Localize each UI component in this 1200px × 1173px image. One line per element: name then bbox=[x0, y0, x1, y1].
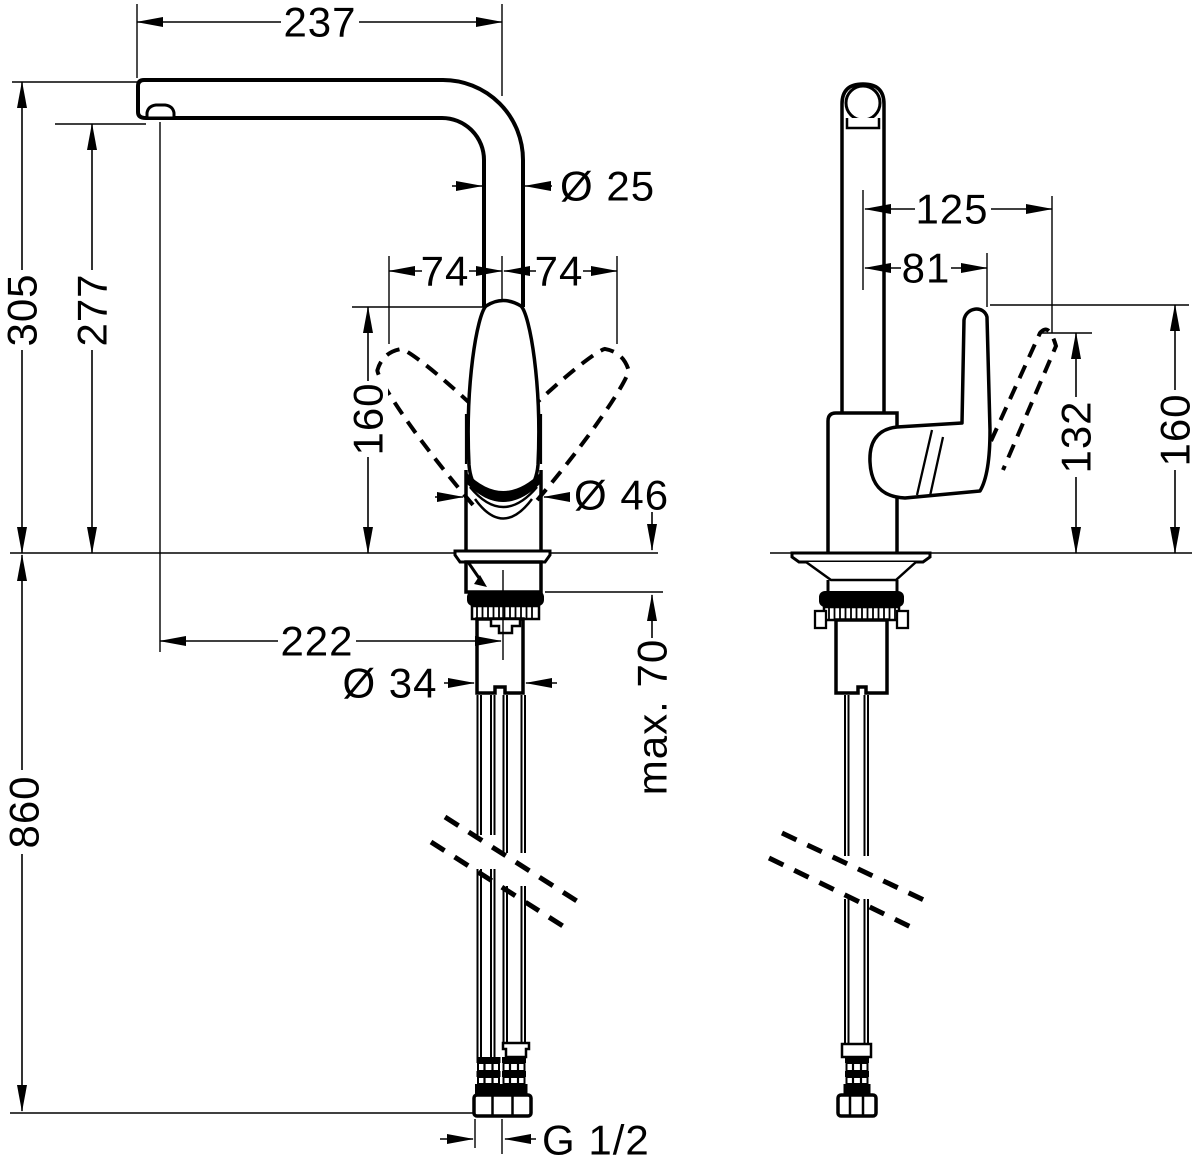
dim-label-height-spout-top: 305 bbox=[0, 273, 46, 346]
mount-neck-side bbox=[826, 580, 899, 591]
break-lines-front bbox=[429, 814, 582, 931]
hose-left bbox=[476, 695, 496, 1057]
dim-label-hose-length: 860 bbox=[1, 775, 48, 848]
handle-seam-band bbox=[466, 472, 541, 502]
handle-joint-seams bbox=[915, 429, 945, 497]
body-front-sides bbox=[464, 470, 543, 553]
front-view bbox=[10, 78, 658, 1118]
handle-side bbox=[868, 307, 992, 500]
escutcheon-side bbox=[790, 551, 932, 564]
hose-fitting-step bbox=[501, 1041, 531, 1059]
front-dimensions: 237 Ø 25 74 74 160 Ø 46 305 bbox=[0, 0, 676, 1164]
spout-outline bbox=[136, 78, 525, 307]
hose-side bbox=[844, 695, 869, 1044]
hex-nuts-front bbox=[472, 1093, 533, 1118]
hose-connector-left bbox=[473, 1055, 504, 1097]
dim-label-swing-left: 74 bbox=[421, 248, 470, 295]
escutcheon-cone bbox=[805, 560, 917, 582]
dim-label-connection-thread: G 1/2 bbox=[542, 1117, 650, 1164]
dim-label-handle-tip-height: 132 bbox=[1053, 400, 1100, 473]
aerator-side bbox=[845, 118, 881, 130]
collar-arc-1 bbox=[469, 486, 538, 509]
dim-label-spout-projection: 237 bbox=[283, 0, 356, 46]
side-view bbox=[767, 82, 1192, 1118]
dim-label-depth-handle-down: 81 bbox=[902, 245, 951, 292]
collar-arc-2 bbox=[473, 498, 534, 520]
dim-label-spout-diameter: Ø 25 bbox=[560, 163, 655, 210]
hose-connector-right bbox=[499, 1055, 529, 1097]
dim-label-height-aerator: 277 bbox=[69, 273, 116, 346]
dim-label-body-diameter: Ø 46 bbox=[574, 472, 669, 519]
clamp-ear-right bbox=[895, 609, 910, 630]
thread-hatch-side bbox=[828, 608, 896, 619]
dim-label-max-counter-thickness: max. 70 bbox=[629, 639, 676, 795]
hex-facets-side bbox=[848, 1095, 865, 1116]
fixing-screw bbox=[489, 617, 522, 635]
escutcheon-front bbox=[453, 549, 552, 564]
dim-label-depth-handle-up: 125 bbox=[915, 186, 988, 233]
mount-arrow-head bbox=[474, 575, 487, 587]
hose-collar-side bbox=[840, 1042, 873, 1059]
hex-nut-side bbox=[836, 1093, 878, 1118]
mount-nut-side bbox=[819, 591, 904, 607]
handle-dashed-right bbox=[479, 346, 631, 507]
hose-right bbox=[502, 695, 526, 1043]
thread-hatch-front bbox=[476, 607, 533, 618]
dim-label-shank-diameter: Ø 34 bbox=[342, 660, 437, 707]
dim-label-handle-height-front: 160 bbox=[345, 382, 392, 455]
clamp-ear-left bbox=[813, 609, 828, 630]
spout-end-circle bbox=[844, 84, 882, 122]
mount-arrow-line bbox=[466, 561, 481, 579]
hose-connector-side bbox=[842, 1055, 872, 1097]
side-dimensions: 125 81 132 160 bbox=[862, 186, 1199, 554]
hex-facets-front bbox=[491, 1095, 514, 1116]
dim-label-handle-height-side: 160 bbox=[1152, 393, 1199, 466]
dim-label-swing-right: 74 bbox=[535, 248, 584, 295]
handle-front bbox=[466, 298, 541, 502]
mount-nut-front bbox=[467, 591, 544, 606]
handle-dashed-side bbox=[989, 327, 1059, 471]
shank-side bbox=[834, 618, 889, 695]
dim-label-reach-aerator: 222 bbox=[280, 618, 353, 665]
handle-dashed-left bbox=[375, 346, 527, 507]
aerator-front bbox=[145, 103, 176, 120]
